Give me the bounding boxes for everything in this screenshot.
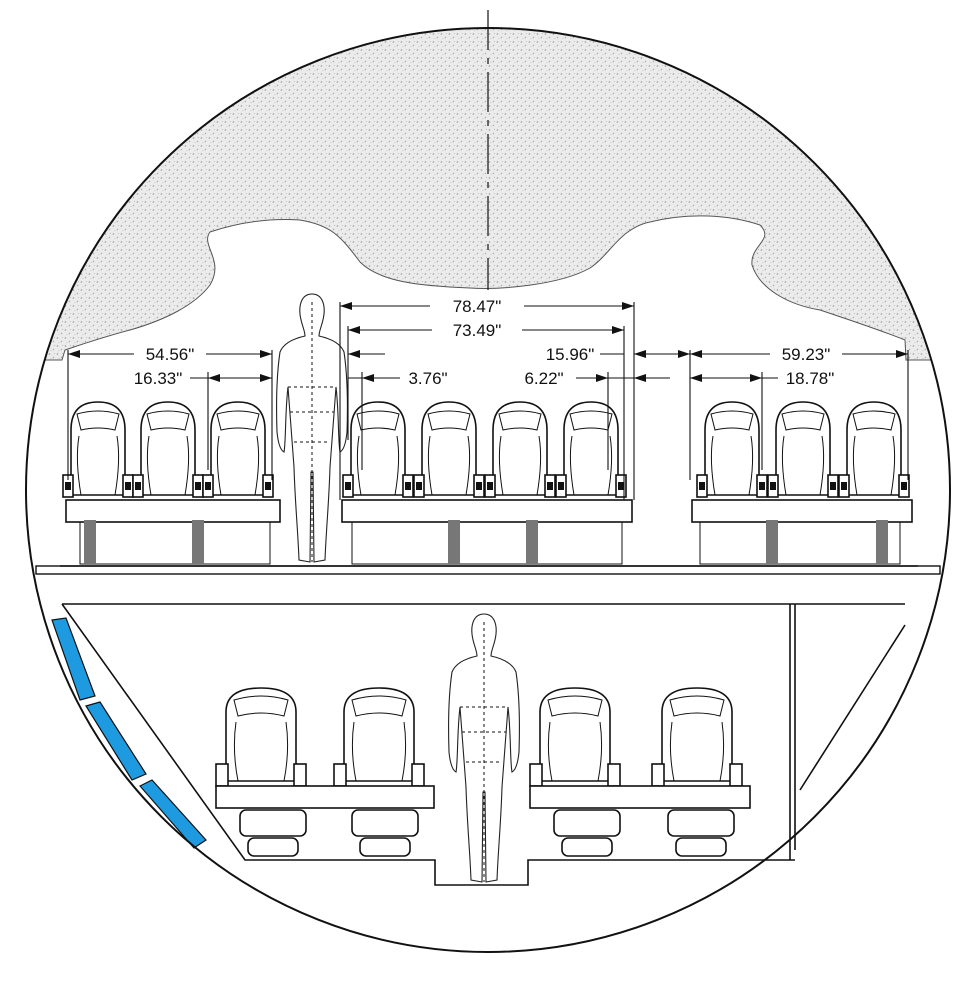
seat-icon xyxy=(342,401,414,498)
dimension-label: 15.96" xyxy=(546,345,595,364)
upper-right-seat-block xyxy=(691,401,913,565)
seat-icon xyxy=(202,401,274,498)
lower-left-seat-block xyxy=(215,687,435,857)
dimension-label: 3.76" xyxy=(408,369,447,388)
dimension-label: 54.56" xyxy=(146,345,195,364)
dimension-label: 16.33" xyxy=(134,369,183,388)
upper-left-seat-block xyxy=(62,401,281,565)
dimension-label: 78.47" xyxy=(453,297,502,316)
dimension-label: 73.49" xyxy=(453,321,502,340)
passenger-silhouette-icon xyxy=(276,293,348,563)
dimension-labels: 78.47" 73.49" 54.56" 15.96" 59.23" 16.33… xyxy=(134,297,835,388)
seat-icon xyxy=(696,401,768,498)
dimension-lines xyxy=(67,302,909,500)
upper-center-seat-block xyxy=(341,401,633,565)
dimension-label: 59.23" xyxy=(782,345,831,364)
lower-deck-windows xyxy=(51,617,207,849)
overhead-bin-region xyxy=(26,28,941,361)
seat-icon xyxy=(62,401,134,498)
seat-icon xyxy=(132,401,204,498)
passenger-silhouette-icon xyxy=(448,613,520,883)
seat-icon xyxy=(529,687,621,787)
seat-icon xyxy=(215,687,307,787)
lower-right-seat-block xyxy=(529,687,751,857)
seat-icon xyxy=(838,401,910,498)
seat-icon xyxy=(767,401,839,498)
seat-icon xyxy=(413,401,485,498)
lower-deck-partition xyxy=(789,604,906,860)
dimension-label: 18.78" xyxy=(786,369,835,388)
seat-icon xyxy=(651,687,743,787)
seat-icon xyxy=(333,687,425,787)
seat-icon xyxy=(484,401,556,498)
seat-icon xyxy=(555,401,627,498)
upper-deck-floor xyxy=(35,565,941,575)
dimension-label: 6.22" xyxy=(524,369,563,388)
